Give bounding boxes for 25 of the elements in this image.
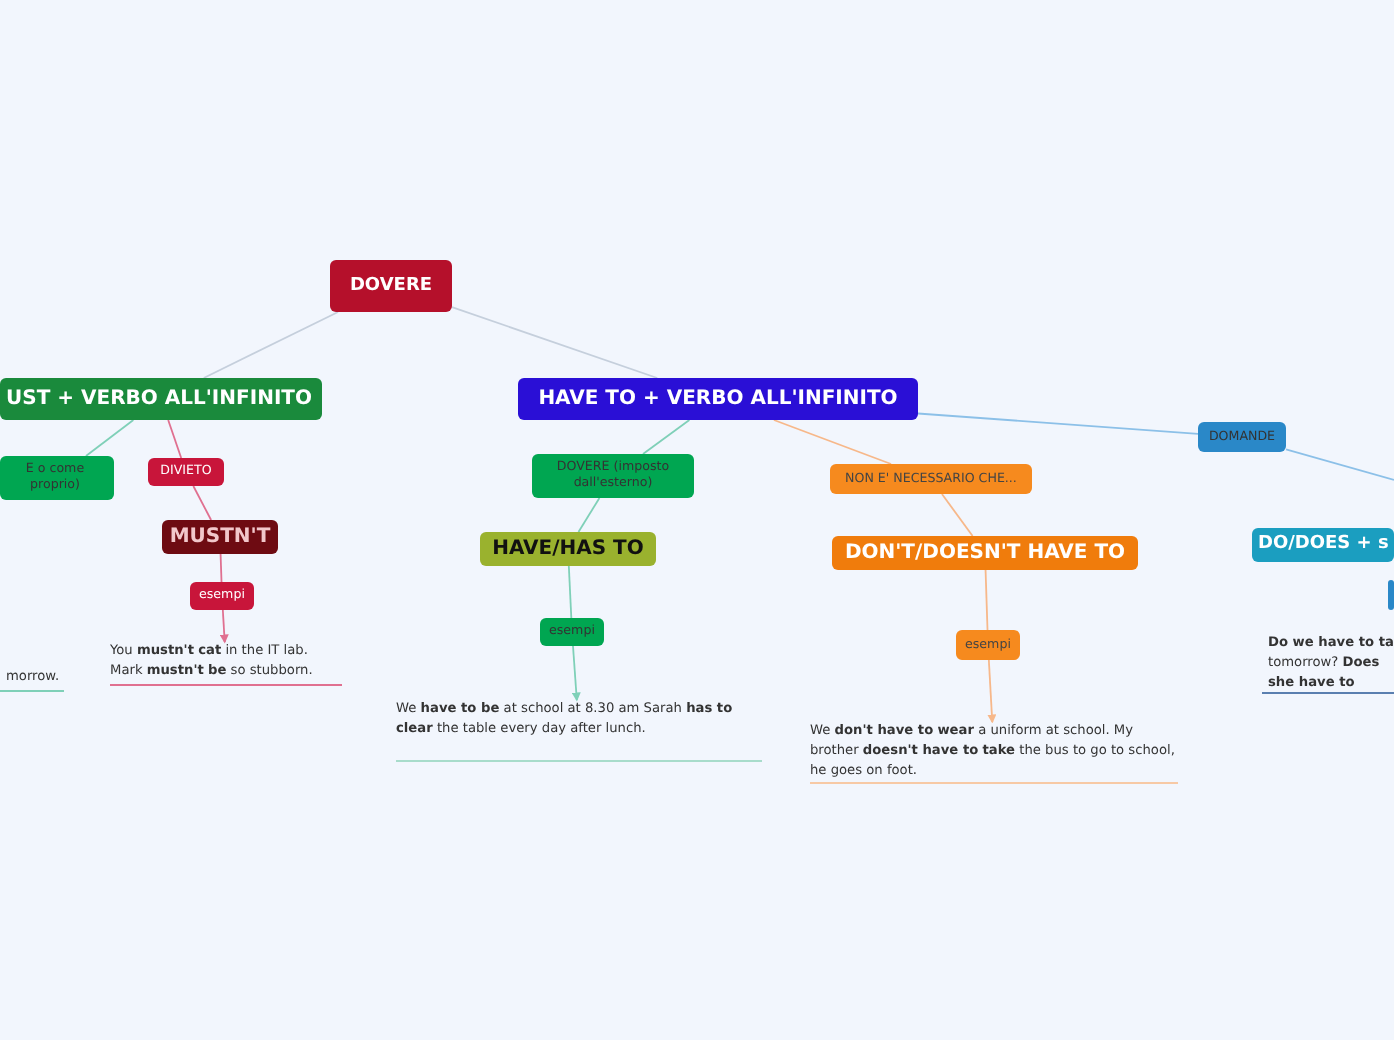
connector-line: [773, 419, 892, 465]
connector-line: [567, 565, 573, 619]
arrow: [987, 659, 997, 724]
connector-line: [941, 493, 974, 537]
connector-line: [192, 485, 212, 521]
subtopic-box: HAVE/HAS TO: [480, 532, 656, 566]
subtopic-box: DON'T/DOESN'T HAVE TO: [832, 536, 1138, 570]
branch-box: UST + VERBO ALL'INFINITO: [0, 378, 322, 420]
connector-line: [167, 419, 183, 459]
arrow: [571, 645, 581, 702]
connector-line: [642, 419, 691, 455]
connector-line: [577, 497, 601, 533]
connector-line: [85, 419, 135, 457]
connector-line: [984, 569, 989, 631]
connector-line: [917, 412, 1199, 435]
label-box: [1388, 580, 1394, 610]
branch-box: HAVE TO + VERBO ALL'INFINITO: [518, 378, 918, 420]
connector-line: [219, 553, 223, 583]
connector-line: [451, 306, 659, 379]
connector-line: [202, 311, 339, 379]
subtopic-box: MUSTN'T: [162, 520, 278, 554]
connector-line: [1285, 448, 1394, 481]
subtopic-box: DO/DOES + s: [1252, 528, 1394, 562]
topic-box: DOVERE: [330, 260, 452, 312]
arrow: [219, 609, 229, 644]
